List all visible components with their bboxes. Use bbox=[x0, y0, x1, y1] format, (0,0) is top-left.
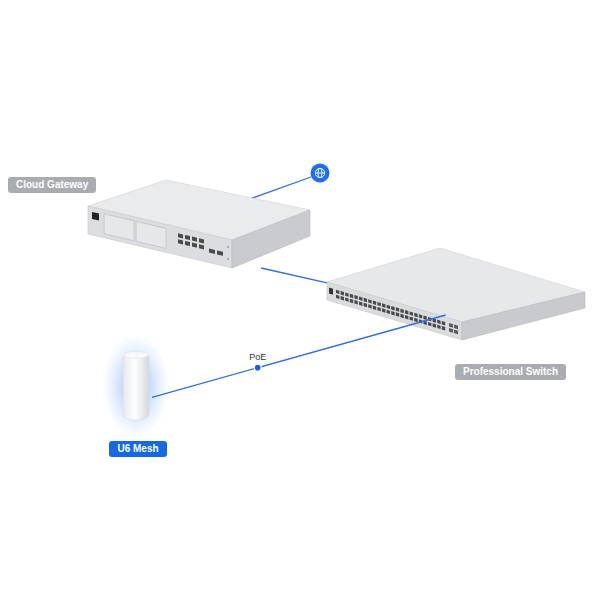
device-label: Cloud Gateway bbox=[16, 179, 88, 191]
globe-icon bbox=[311, 164, 330, 183]
edge-label: PoE bbox=[249, 352, 266, 362]
gateway-device bbox=[88, 180, 310, 268]
device-node: Professional Switch bbox=[327, 248, 585, 315]
device-node: Cloud Gateway bbox=[88, 180, 310, 268]
mesh-access-point bbox=[102, 334, 170, 438]
device-label: U6 Mesh bbox=[117, 443, 158, 455]
switch-device bbox=[327, 248, 585, 340]
network-cable bbox=[261, 268, 327, 283]
device-node: U6 Mesh bbox=[118, 348, 152, 425]
device-label-pill: Cloud Gateway bbox=[8, 177, 96, 193]
network-cable bbox=[152, 315, 446, 397]
device-label: Professional Switch bbox=[463, 366, 558, 378]
edge-label-patch: PoE bbox=[247, 352, 268, 362]
poe-dot bbox=[254, 364, 261, 371]
device-label-pill: U6 Mesh bbox=[109, 441, 166, 457]
device-label-pill: Professional Switch bbox=[455, 364, 566, 380]
